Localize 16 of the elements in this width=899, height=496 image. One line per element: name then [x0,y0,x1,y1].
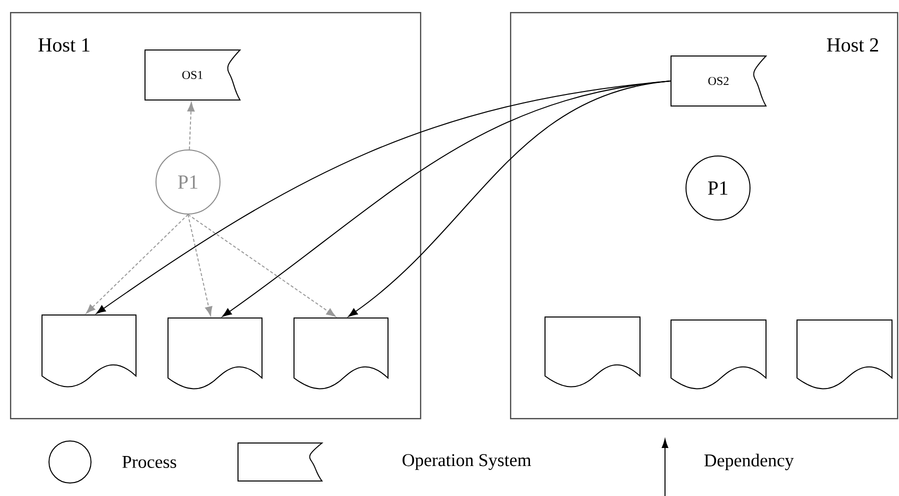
os-flag: OS1 [144,50,240,100]
os-flag: OS2 [670,56,766,106]
document-shape [168,318,262,390]
arrow [187,102,195,150]
legend-label: Process [122,456,176,468]
document-shape [42,314,136,388]
legend-label: Operation System [402,454,532,470]
arrow [188,214,336,317]
document-shape [544,316,640,388]
arrow [86,214,188,314]
document-shape [796,320,892,390]
document-shape [294,318,388,390]
legend-label: Dependency [704,454,794,470]
arrow [348,80,671,317]
document-shape [670,320,766,390]
arrow [188,214,212,316]
